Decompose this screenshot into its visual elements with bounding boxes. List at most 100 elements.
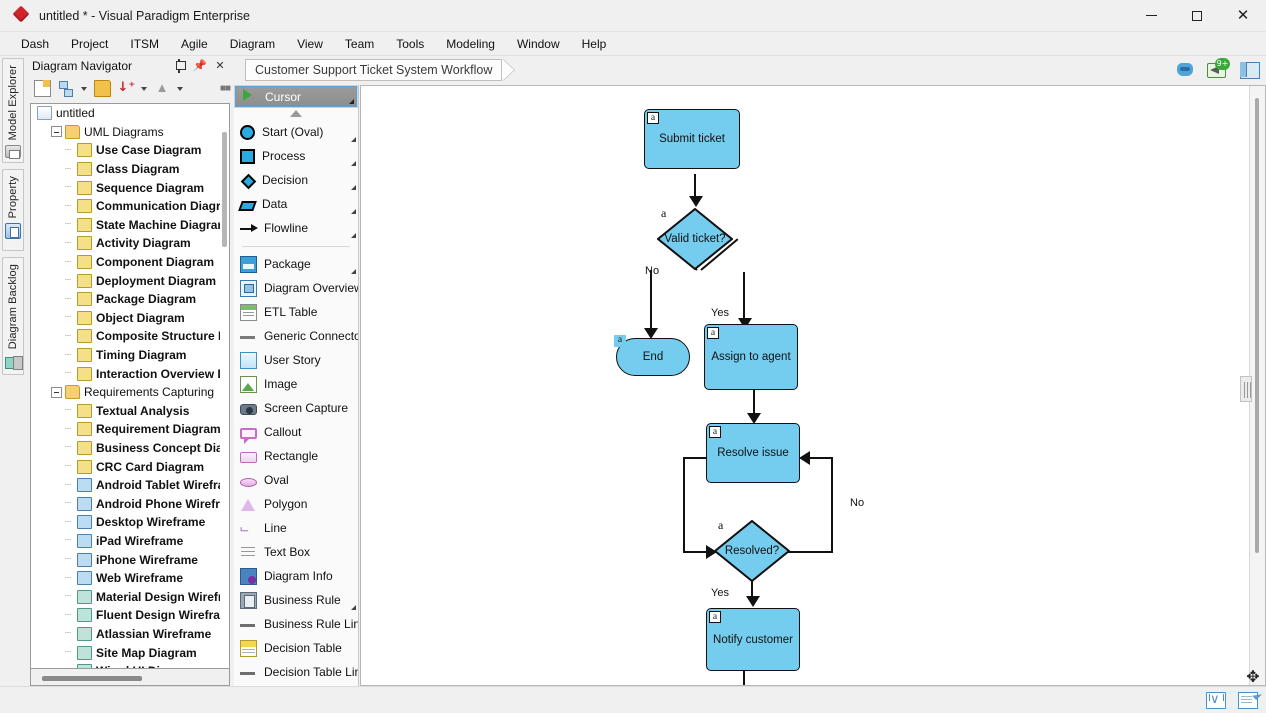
palette-item-process[interactable]: Process — [234, 144, 358, 168]
tree-item-timing-diagram[interactable]: ┈Timing Diagram — [31, 346, 229, 365]
tree-item-composite-structure-diagram[interactable]: ┈Composite Structure Diagram — [31, 327, 229, 346]
new-diagram-button[interactable] — [31, 78, 53, 99]
tree-item-untitled[interactable]: untitled — [31, 104, 229, 123]
expand-corner-icon[interactable] — [351, 233, 356, 238]
palette-item-text-box[interactable]: Text Box — [234, 540, 358, 564]
tree-hscroll-thumb[interactable] — [42, 676, 142, 681]
palette-item-line[interactable]: ⨽Line — [234, 516, 358, 540]
node-end[interactable]: a End — [614, 335, 690, 376]
sort-dropdown[interactable] — [139, 78, 149, 99]
tree-item-iphone-wireframe[interactable]: ┈iPhone Wireframe — [31, 550, 229, 569]
tree-item-class-diagram[interactable]: ┈Class Diagram — [31, 160, 229, 179]
tree-item-deployment-diagram[interactable]: ┈Deployment Diagram — [31, 271, 229, 290]
toolbar-overflow-grip[interactable]: ■■ — [219, 83, 231, 94]
tree-horizontal-scrollbar[interactable] — [30, 673, 230, 685]
canvas-scroll-thumb[interactable] — [1255, 98, 1259, 553]
palette-item-data[interactable]: Data — [234, 192, 358, 216]
expand-corner-icon[interactable] — [351, 605, 356, 610]
palette-item-decision-table[interactable]: Decision Table — [234, 636, 358, 660]
node-notify-customer[interactable]: a Notify customer — [706, 608, 800, 671]
sort-button[interactable]: ↓⁺ — [115, 78, 137, 99]
palette-item-decision-table-link[interactable]: Decision Table Link — [234, 660, 358, 684]
palette-item-rectangle[interactable]: Rectangle — [234, 444, 358, 468]
tab-customer-support-ticket-system-workflow[interactable]: Customer Support Ticket System Workflow — [245, 59, 503, 81]
tree-item-use-case-diagram[interactable]: ┈Use Case Diagram — [31, 141, 229, 160]
open-folder-button[interactable] — [91, 78, 113, 99]
tree-collapse-toggle[interactable] — [51, 386, 62, 398]
menu-tools[interactable]: Tools — [396, 36, 425, 51]
tree-item-requirements-capturing[interactable]: Requirements Capturing — [31, 383, 229, 402]
tree-item-requirement-diagram[interactable]: ┈Requirement Diagram — [31, 420, 229, 439]
palette-item-decision[interactable]: Decision — [234, 168, 358, 192]
collapse-dropdown[interactable] — [175, 78, 185, 99]
menu-dash[interactable]: Dash — [21, 36, 50, 51]
expand-corner-icon[interactable] — [351, 269, 356, 274]
node-resolved[interactable]: Resolved? — [714, 520, 790, 582]
note-edit-icon[interactable] — [1238, 691, 1258, 709]
panel-close-button[interactable]: ✕ — [215, 59, 225, 72]
menu-itsm[interactable]: ITSM — [130, 36, 160, 51]
tree-item-communication-diagram[interactable]: ┈Communication Diagram — [31, 197, 229, 216]
tree-item-uml-diagrams[interactable]: UML Diagrams — [31, 123, 229, 142]
expand-corner-icon[interactable] — [349, 99, 354, 104]
palette-item-callout[interactable]: Callout — [234, 420, 358, 444]
tree-item-state-machine-diagram[interactable]: ┈State Machine Diagram — [31, 216, 229, 235]
node-valid-ticket[interactable]: Valid ticket? — [657, 208, 733, 270]
palette-item-diagram-info[interactable]: Diagram Info — [234, 564, 358, 588]
tree-item-android-phone-wireframe[interactable]: ┈Android Phone Wireframe — [31, 494, 229, 513]
vtab-property[interactable]: Property — [2, 169, 24, 251]
tree-item-interaction-overview-diagram[interactable]: ┈Interaction Overview Diagram — [31, 364, 229, 383]
announcement-megaphone-icon[interactable]: 9+ — [1206, 58, 1230, 80]
menu-diagram[interactable]: Diagram — [229, 36, 276, 51]
menu-team[interactable]: Team — [344, 36, 375, 51]
palette-item-business-rule-link[interactable]: Business Rule Link — [234, 612, 358, 636]
minimize-button[interactable] — [1128, 0, 1174, 32]
float-button[interactable] — [172, 59, 184, 73]
palette-item-etl-table[interactable]: ETL Table — [234, 300, 358, 324]
menu-window[interactable]: Window — [516, 36, 560, 51]
expand-corner-icon[interactable] — [351, 209, 356, 214]
tree-item-site-map-diagram[interactable]: ┈Site Map Diagram — [31, 643, 229, 662]
node-submit-ticket[interactable]: a Submit ticket — [644, 109, 740, 169]
diagram-canvas-area[interactable]: a Submit ticket Valid ticket? a a End a … — [360, 85, 1266, 686]
expand-corner-icon[interactable] — [351, 161, 356, 166]
menu-project[interactable]: Project — [71, 36, 109, 51]
tree-item-sequence-diagram[interactable]: ┈Sequence Diagram — [31, 178, 229, 197]
tree-vertical-scrollbar[interactable] — [220, 104, 229, 668]
tree-item-object-diagram[interactable]: ┈Object Diagram — [31, 309, 229, 328]
mail-icon[interactable] — [1206, 691, 1226, 709]
canvas-resize-grip[interactable] — [1240, 376, 1252, 402]
tree-item-material-design-wireframe[interactable]: ┈Material Design Wireframe — [31, 587, 229, 606]
expand-corner-icon[interactable] — [351, 137, 356, 142]
expand-tree-dropdown[interactable] — [79, 78, 89, 99]
palette-item-image[interactable]: Image — [234, 372, 358, 396]
palette-item-diagram-overview[interactable]: Diagram Overview — [234, 276, 358, 300]
palette-item-user-story[interactable]: User Story — [234, 348, 358, 372]
palette-item-polygon[interactable]: Polygon — [234, 492, 358, 516]
palette-scroll-up-button[interactable] — [234, 107, 358, 120]
close-button[interactable]: ✕ — [1220, 0, 1266, 32]
menu-view[interactable]: View — [297, 36, 323, 51]
collapse-button[interactable]: ▲ — [151, 78, 173, 99]
tree-item-component-diagram[interactable]: ┈Component Diagram — [31, 253, 229, 272]
tree-item-web-wireframe[interactable]: ┈Web Wireframe — [31, 569, 229, 588]
tree-collapse-toggle[interactable] — [51, 126, 62, 138]
node-assign-to-agent[interactable]: a Assign to agent — [704, 324, 798, 390]
expand-tree-button[interactable] — [55, 78, 77, 99]
pin-button[interactable]: 📌 — [193, 59, 207, 72]
palette-item-cursor[interactable]: Cursor — [234, 85, 358, 108]
vtab-model-explorer[interactable]: Model Explorer — [2, 58, 24, 163]
palette-item-start-oval[interactable]: Start (Oval) — [234, 120, 358, 144]
toggle-panel-icon[interactable] — [1238, 60, 1260, 80]
palette-item-business-rule[interactable]: Business Rule — [234, 588, 358, 612]
node-resolve-issue[interactable]: a Resolve issue — [706, 423, 800, 483]
palette-item-screen-capture[interactable]: Screen Capture — [234, 396, 358, 420]
menu-modeling[interactable]: Modeling — [446, 36, 495, 51]
tree-item-atlassian-wireframe[interactable]: ┈Atlassian Wireframe — [31, 625, 229, 644]
menu-help[interactable]: Help — [581, 36, 607, 51]
palette-item-flowline[interactable]: Flowline — [234, 216, 358, 240]
tree-item-android-tablet-wireframe[interactable]: ┈Android Tablet Wireframe — [31, 476, 229, 495]
tree-item-activity-diagram[interactable]: ┈Activity Diagram — [31, 234, 229, 253]
canvas-vertical-scrollbar[interactable] — [1240, 86, 1265, 685]
